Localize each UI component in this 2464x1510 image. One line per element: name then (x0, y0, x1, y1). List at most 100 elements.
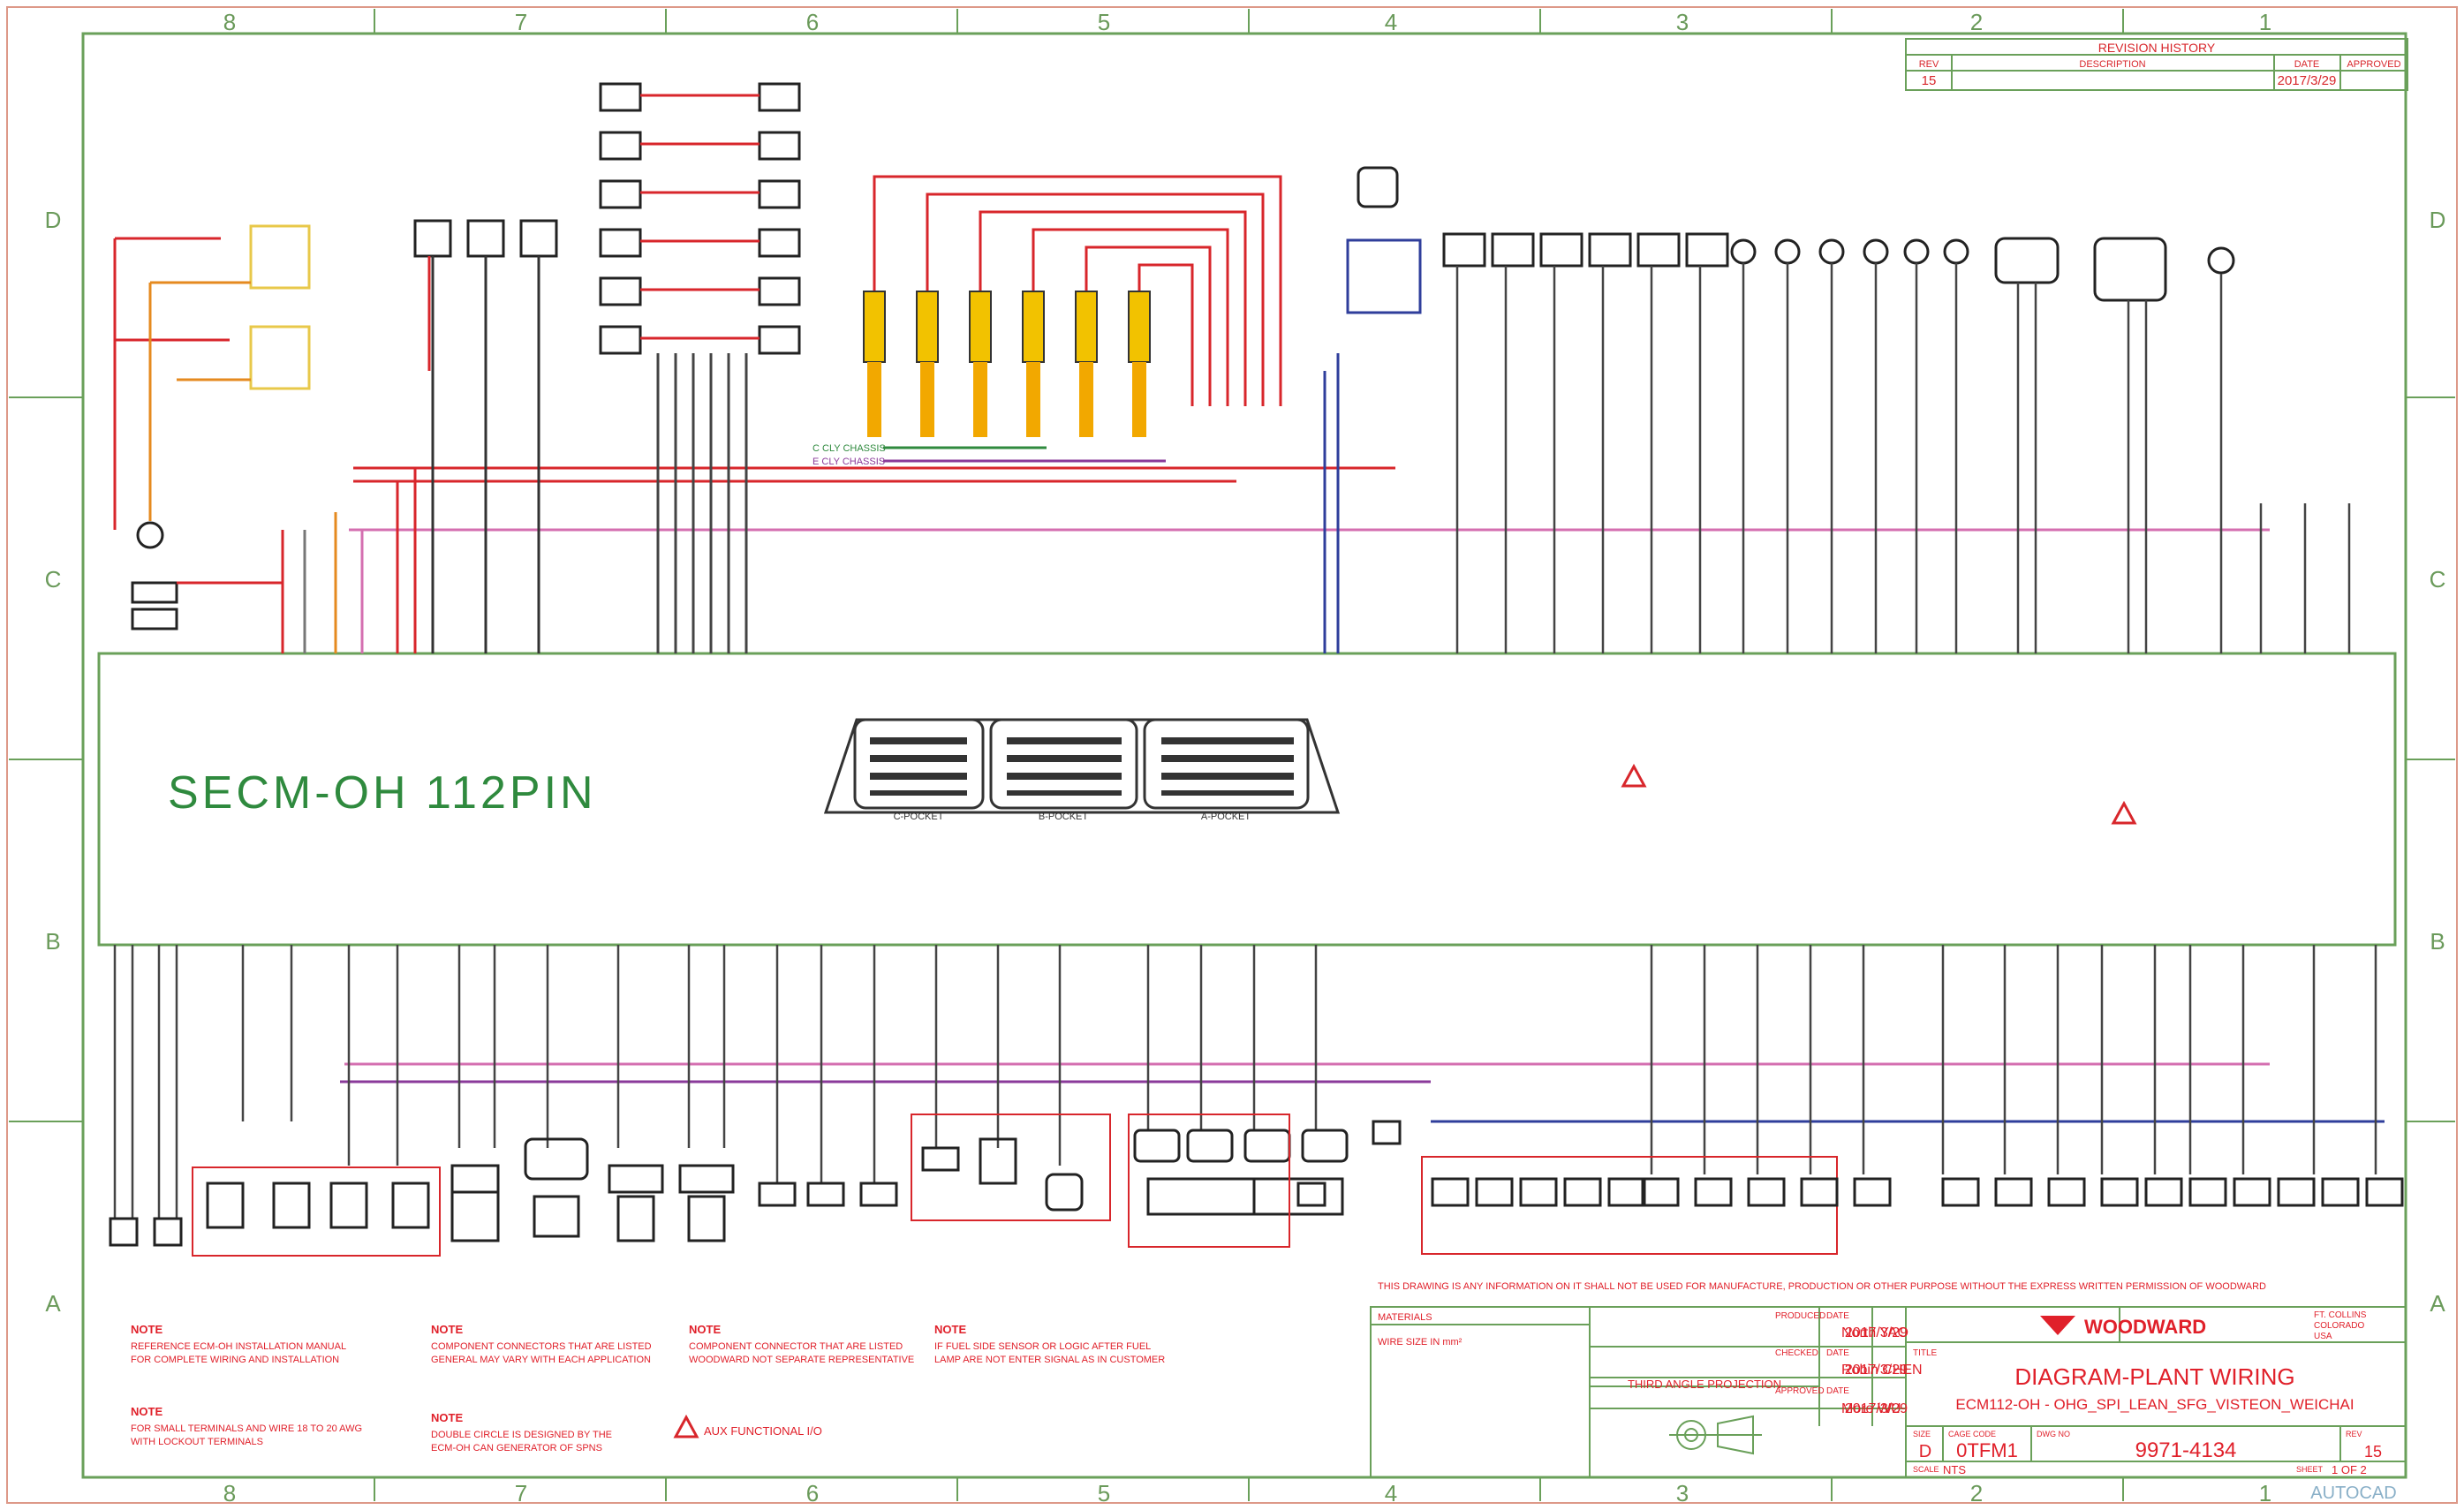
note-4-line-1: DOUBLE CIRCLE IS DESIGNED BY THE (431, 1430, 612, 1440)
sheet-value: 1 OF 2 (2332, 1463, 2367, 1476)
location-line-1: FT. COLLINS (2314, 1310, 2367, 1320)
ecm-label: SECM-OH 112PIN (168, 767, 597, 819)
checked-date-label: DATE (1826, 1348, 1849, 1358)
drawn-label: PRODUCED (1775, 1311, 1825, 1321)
zone-col-3: 3 (1676, 9, 1689, 35)
rev-label: REV (2346, 1430, 2362, 1438)
projection-label: THIRD ANGLE PROJECTION (1628, 1378, 1781, 1391)
location-line-2: COLORADO (2314, 1321, 2364, 1331)
revision-history-title: REVISION HISTORY (2098, 41, 2216, 55)
note-3-title: NOTE (431, 1323, 463, 1336)
zone-col-7: 7 (515, 9, 527, 35)
functional-warning-text: AUX FUNCTIONAL I/O (704, 1424, 822, 1438)
bottom-components (109, 1120, 1402, 1247)
zone-row-d: D (45, 207, 62, 233)
zone-row-c-right: C (2430, 566, 2446, 593)
scale-label: SCALE (1913, 1465, 1939, 1474)
top-right-wires (1455, 263, 2351, 653)
zone-col-2-bottom: 2 (1970, 1480, 1983, 1506)
bottom-group-boxes (192, 1114, 1838, 1257)
ignition-coils (863, 175, 1282, 437)
note-5-line-1: COMPONENT CONNECTOR THAT ARE LISTED (689, 1341, 903, 1352)
zone-col-6-bottom: 6 (806, 1480, 819, 1506)
coil-legend-line-2: E CLY CHASSIS (813, 457, 885, 467)
zone-col-5: 5 (1098, 9, 1110, 35)
note-6-line-1: IF FUEL SIDE SENSOR OR LOGIC AFTER FUEL (934, 1341, 1151, 1352)
rev-value: 15 (1922, 73, 1937, 88)
center-sensor (1323, 166, 1422, 653)
woodward-logo: WOODWARD (2040, 1316, 2206, 1338)
note-1-title: NOTE (131, 1323, 163, 1336)
note-6-line-2: LAMP ARE NOT ENTER SIGNAL AS IN CUSTOMER (934, 1355, 1165, 1365)
zone-col-1-bottom: 1 (2259, 1480, 2271, 1506)
drawn-date: 2017/3/29 (1845, 1325, 1908, 1340)
ecm-connector-pins (870, 737, 1294, 796)
dwg-label: DWG NO (2037, 1430, 2070, 1438)
revision-history-block: REVISION HISTORY REV DESCRIPTION DATE AP… (1905, 38, 2408, 91)
top-sensors-left (413, 219, 558, 653)
key-switch (131, 521, 284, 653)
zone-col-5-bottom: 5 (1098, 1480, 1110, 1506)
approved-by: More WU (1841, 1401, 1901, 1416)
checked-date: 2017/3/29 (1845, 1363, 1908, 1378)
scale-value: NTS (1943, 1463, 1966, 1476)
materials-label: MATERIALS (1378, 1312, 1432, 1323)
note-2-line-1: FOR SMALL TERMINALS AND WIRE 18 TO 20 AW… (131, 1423, 362, 1434)
coil-chassis-legend (883, 446, 1166, 463)
dwg-number: 9971-4134 (2135, 1438, 2237, 1462)
rev-number: 15 (2364, 1443, 2382, 1461)
zone-col-8-bottom: 8 (223, 1480, 236, 1506)
note-4-title: NOTE (431, 1411, 463, 1424)
relays (113, 224, 311, 530)
injector-array (599, 82, 801, 653)
zone-row-a-right: A (2430, 1290, 2445, 1317)
connector-a-label: A-POCKET (1201, 812, 1251, 822)
company-name: WOODWARD (2084, 1316, 2206, 1338)
drawing-border (81, 32, 2407, 1479)
zone-col-1: 1 (2259, 9, 2271, 35)
warning-icon (673, 763, 2137, 1438)
connector-b-label: B-POCKET (1039, 812, 1089, 822)
software-label: AUTOCAD (2310, 1484, 2396, 1503)
approved-label: APPROVED (1775, 1386, 1825, 1396)
drawn-by: North YAO (1841, 1325, 1908, 1340)
note-1-line-1: REFERENCE ECM-OH INSTALLATION MANUAL (131, 1341, 346, 1352)
approved-header: APPROVED (2347, 59, 2400, 70)
zone-labels-rows: D C B A D C B A (45, 207, 2446, 1317)
zone-col-2: 2 (1970, 9, 1983, 35)
size-value: D (1919, 1442, 1931, 1461)
connector-c-label: C-POCKET (894, 812, 944, 822)
checked-label: CHECKED (1775, 1348, 1818, 1358)
approved-date: 2017/3/29 (1845, 1401, 1908, 1416)
drawing-title: DIAGRAM-PLANT WIRING (2014, 1363, 2294, 1390)
power-bus-lines (340, 466, 2385, 1123)
ecm-connectors (823, 718, 1341, 814)
ecm-bottom-wires (113, 945, 2377, 1219)
note-2-line-2: WITH LOCKOUT TERMINALS (131, 1437, 263, 1447)
checked-by: Robin CHEN (1841, 1363, 1923, 1378)
zone-labels-bottom: 8 7 6 5 4 3 2 1 (223, 1480, 2271, 1506)
note-2-title: NOTE (131, 1405, 163, 1418)
ecm-top-wires (281, 468, 417, 653)
rev-date-value: 2017/3/29 (2278, 73, 2337, 88)
zone-row-c: C (45, 566, 62, 593)
location-line-3: USA (2314, 1332, 2332, 1341)
top-right-sensors (1442, 232, 2235, 302)
drawn-date-label: DATE (1826, 1311, 1849, 1321)
zone-col-7-bottom: 7 (515, 1480, 527, 1506)
zone-row-b-right: B (2430, 928, 2445, 955)
zone-ticks (9, 9, 2455, 1501)
zone-col-3-bottom: 3 (1676, 1480, 1689, 1506)
projection-symbol (1669, 1415, 1762, 1455)
note-5-line-2: WOODWARD NOT SEPARATE REPRESENTATIVE (689, 1355, 914, 1365)
wire-size-text: WIRE SIZE IN mm² (1378, 1337, 1463, 1348)
drawing-subtitle: ECM112-OH - OHG_SPI_LEAN_SFG_VISTEON_WEI… (1955, 1396, 2354, 1413)
approved-date-label: DATE (1826, 1386, 1849, 1396)
ecm-box (97, 652, 2397, 947)
note-3-line-1: COMPONENT CONNECTORS THAT ARE LISTED (431, 1341, 652, 1352)
description-header: DESCRIPTION (2079, 59, 2145, 70)
note-1-line-2: FOR COMPLETE WIRING AND INSTALLATION (131, 1355, 339, 1365)
bottom-right-modules (1431, 1177, 2404, 1207)
note-4-line-2: ECM-OH CAN GENERATOR OF SPNS (431, 1443, 602, 1453)
